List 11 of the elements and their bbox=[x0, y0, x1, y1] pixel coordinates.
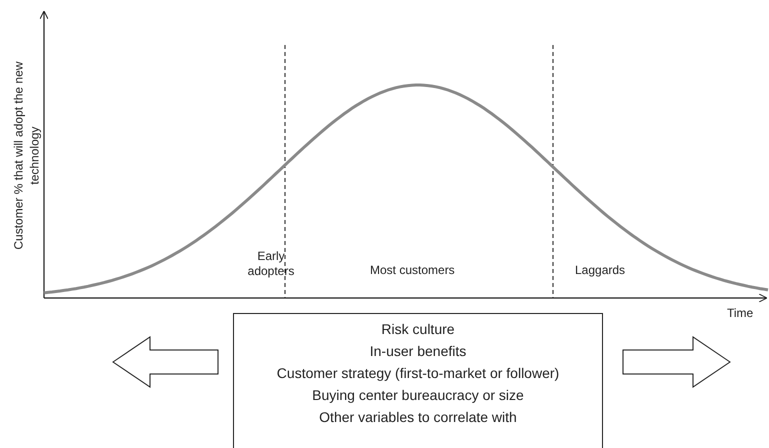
factor-text: In-user benefits bbox=[370, 342, 466, 361]
segment-label: Most customers bbox=[370, 263, 455, 278]
factors-box bbox=[233, 313, 603, 448]
axis-label: Customer % that will adopt the new technology bbox=[11, 60, 42, 252]
factor-text: Customer strategy (first-to-market or follower) bbox=[276, 364, 560, 383]
segment-label: Early adopters bbox=[246, 249, 296, 279]
factor-text: Risk culture bbox=[381, 320, 455, 339]
factor-text: Buying center bureaucracy or size bbox=[312, 386, 524, 405]
factor-text: Other variables to correlate with bbox=[319, 408, 517, 427]
axis-label: Time bbox=[727, 306, 754, 321]
segment-label: Laggards bbox=[575, 263, 626, 278]
